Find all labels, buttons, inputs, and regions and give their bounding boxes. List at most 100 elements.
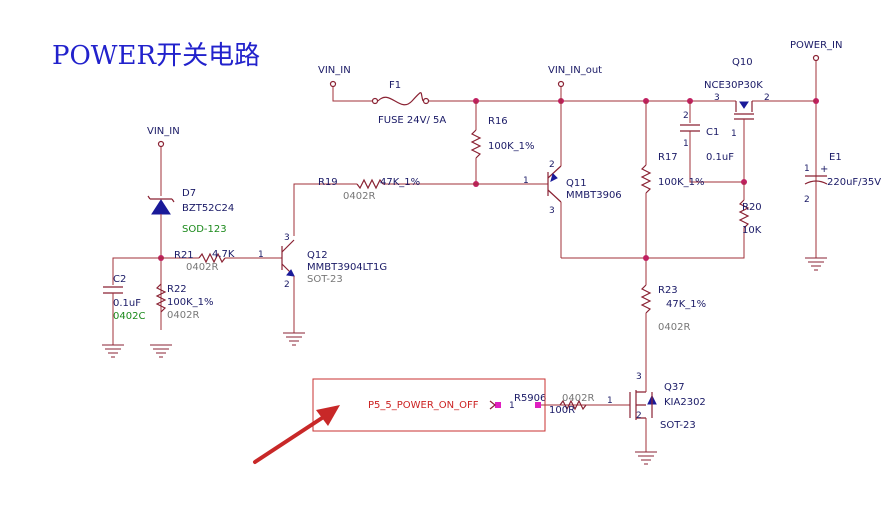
wire-c2-top xyxy=(112,257,161,285)
capacitor-c1 xyxy=(680,124,700,132)
vin-in-net-label: VIN_IN xyxy=(318,65,351,76)
resistor-r19 xyxy=(356,178,384,190)
vin-in-port xyxy=(329,80,337,88)
resistor-r20 xyxy=(738,199,750,229)
d7-footprint: SOD-123 xyxy=(182,224,227,235)
e1-pin-2: 2 xyxy=(804,195,810,205)
r5906-ref: R5906 xyxy=(514,393,546,404)
fuse-f1 xyxy=(371,92,430,106)
r22-value: 100K_1% xyxy=(167,297,214,308)
vin-in-out-net-label: VIN_IN_out xyxy=(548,65,602,76)
r19-ref: R19 xyxy=(318,177,338,188)
power-in-net-label: POWER_IN xyxy=(790,40,843,51)
q11-pin-1: 1 xyxy=(523,176,529,186)
q11-value: MMBT3906 xyxy=(566,190,622,201)
q10-pin-2: 2 xyxy=(764,93,770,103)
wire-r20-bottom xyxy=(561,228,745,259)
r23-ref: R23 xyxy=(658,285,678,296)
wire-c1-bottom xyxy=(689,131,744,183)
power-in-port xyxy=(812,54,820,62)
q10-pin-1: 1 xyxy=(731,129,737,139)
net-port-marker xyxy=(489,400,496,410)
q10-pin-3: 3 xyxy=(714,93,720,103)
q11-pin-2: 2 xyxy=(549,160,555,170)
r5906-footprint: 0402R xyxy=(562,393,594,404)
wire-vin-to-fuse xyxy=(332,87,372,102)
r22-footprint: 0402R xyxy=(167,310,199,321)
net-pin-marker xyxy=(495,402,501,408)
vin-in-left-net-label: VIN_IN xyxy=(147,126,180,137)
transistor-q11 xyxy=(476,101,562,258)
r20-ref: R20 xyxy=(742,202,762,213)
q11-ref: Q11 xyxy=(566,178,587,189)
annotation-arrow xyxy=(253,405,340,464)
r17-value: 100K_1% xyxy=(658,177,705,188)
zener-d7 xyxy=(147,195,175,215)
ground-q37 xyxy=(635,451,657,465)
highlight-box xyxy=(312,378,546,432)
q12-value: MMBT3904LT1G xyxy=(307,262,387,273)
transistor-q12 xyxy=(268,239,295,333)
e1-value: 220uF/35V xyxy=(827,177,881,188)
c2-ref: C2 xyxy=(113,274,126,285)
r16-ref: R16 xyxy=(488,116,508,127)
ground-c2 xyxy=(102,344,124,358)
q12-pin-2: 2 xyxy=(284,280,290,290)
ground-q12 xyxy=(283,332,305,346)
resistor-r22 xyxy=(155,283,167,313)
c1-value: 0.1uF xyxy=(706,152,734,163)
r17-ref: R17 xyxy=(658,152,678,163)
wire-r19-left xyxy=(293,183,357,236)
r21-ref: R21 xyxy=(174,250,194,261)
capacitor-e1 xyxy=(804,175,828,185)
r19-value: 47K_1% xyxy=(380,177,420,188)
r23-value: 47K_1% xyxy=(666,299,706,310)
d7-value: BZT52C24 xyxy=(182,203,234,214)
f1-value: FUSE 24V/ 5A xyxy=(378,115,446,126)
resistor-r17 xyxy=(640,164,652,194)
c1-ref: C1 xyxy=(706,127,719,138)
page-title: POWER开关电路 xyxy=(52,41,260,71)
net-pin-1: 1 xyxy=(509,401,515,411)
ground-r22 xyxy=(150,344,172,358)
q12-pin-1: 1 xyxy=(258,250,264,260)
q12-pin-3: 3 xyxy=(284,233,290,243)
capacitor-c2 xyxy=(103,286,123,294)
d7-ref: D7 xyxy=(182,188,196,199)
resistor-r5906 xyxy=(559,399,587,411)
q37-ref: Q37 xyxy=(664,382,685,393)
q37-pin-2: 2 xyxy=(636,411,642,421)
e1-plus: + xyxy=(820,164,828,175)
resistor-r16 xyxy=(470,129,482,159)
ground-e1 xyxy=(805,257,827,271)
resistor-r21 xyxy=(198,252,226,264)
c2-footprint: 0402C xyxy=(113,311,145,322)
vin-in-out-port xyxy=(557,80,565,88)
r22-ref: R22 xyxy=(167,284,187,295)
f1-ref: F1 xyxy=(389,80,401,91)
r19-footprint: 0402R xyxy=(343,191,375,202)
r21-footprint: 0402R xyxy=(186,262,218,273)
c1-pin-2: 2 xyxy=(683,111,689,121)
e1-pin-1: 1 xyxy=(804,164,810,174)
r5906-value: 100R xyxy=(549,405,575,416)
q12-ref: Q12 xyxy=(307,250,328,261)
resistor-pin-marker xyxy=(535,402,541,408)
q37-value: KIA2302 xyxy=(664,397,706,408)
r16-value: 100K_1% xyxy=(488,141,535,152)
r20-value: 10K xyxy=(742,225,762,236)
c1-pin-1: 1 xyxy=(683,139,689,149)
resistor-r23 xyxy=(640,284,652,314)
vin-in-left-port xyxy=(157,140,165,148)
junction xyxy=(643,255,649,261)
power-on-off-net-label: P5_5_POWER_ON_OFF xyxy=(368,400,479,411)
c2-value: 0.1uF xyxy=(113,298,141,309)
q37-pin-3: 3 xyxy=(636,372,642,382)
q10-value: NCE30P30K xyxy=(704,80,763,91)
q11-pin-3: 3 xyxy=(549,206,555,216)
r21-value: 4.7K xyxy=(212,249,235,260)
e1-ref: E1 xyxy=(829,152,842,163)
q12-footprint: SOT-23 xyxy=(307,274,343,285)
q37-pin-1: 1 xyxy=(607,396,613,406)
